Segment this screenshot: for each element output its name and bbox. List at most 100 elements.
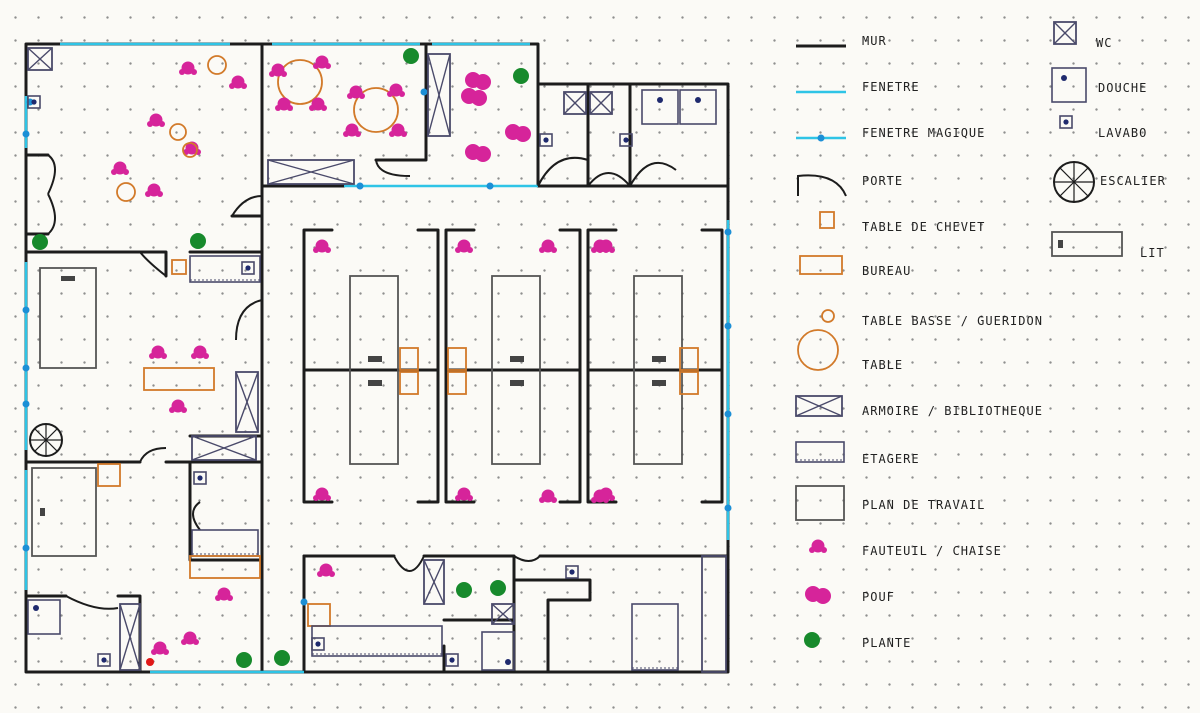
legend-symbol-worktop [795, 485, 845, 521]
furniture [27, 47, 727, 673]
wall [700, 228, 724, 504]
chair [169, 399, 187, 413]
legend-symbol-wardrobe [795, 395, 843, 417]
door [393, 555, 425, 572]
sink [619, 133, 633, 147]
legend-label-table: TABLE [862, 358, 904, 372]
wc [563, 91, 587, 115]
chair [343, 123, 361, 137]
legend-symbol-stairs [1053, 161, 1095, 203]
chair [215, 587, 233, 601]
magic-window-dot [724, 410, 732, 418]
wall [24, 250, 168, 278]
worktop [349, 275, 399, 465]
magic-window-dot [724, 322, 732, 330]
chair [275, 97, 293, 111]
pouf [465, 144, 491, 162]
wardrobe [119, 603, 141, 671]
plant [456, 582, 472, 598]
legend-symbol-desk [799, 255, 843, 275]
plant [236, 652, 252, 668]
wc [491, 603, 515, 625]
chair [539, 239, 557, 253]
chair [111, 161, 129, 175]
legend-symbol-nightstand [819, 211, 835, 229]
magic-window-dot [22, 544, 30, 552]
nightstand [447, 371, 467, 395]
wall [24, 42, 730, 674]
nightstand [399, 371, 419, 395]
wardrobe [423, 559, 445, 605]
legend-label-escalier: ESCALIER [1100, 174, 1166, 188]
door [47, 154, 56, 195]
wall [586, 228, 618, 504]
door [629, 161, 677, 187]
nightstand [171, 259, 187, 275]
plant [403, 48, 419, 64]
door [139, 447, 167, 463]
wall [558, 228, 582, 504]
nightstand [447, 347, 467, 371]
chair [313, 487, 331, 501]
sink [565, 565, 579, 579]
shower [481, 631, 515, 671]
bed-mark [368, 380, 382, 386]
chair [809, 539, 827, 553]
sink [539, 133, 553, 147]
wall [416, 228, 440, 504]
nightstand [399, 347, 419, 371]
bed-mark [510, 356, 524, 362]
magic-window-dot [356, 182, 364, 190]
legend-label-pouf: POUF [862, 590, 895, 604]
legend-label-bureau: BUREAU [862, 264, 912, 278]
legend-label-wc: WC [1096, 36, 1113, 50]
sink [1059, 115, 1073, 129]
coffee-table [116, 182, 136, 202]
shelf [311, 625, 443, 657]
legend-symbol-door [797, 174, 847, 197]
coffee-table [207, 55, 227, 75]
legend-label-mur: MUR [862, 34, 887, 48]
wc [27, 47, 53, 71]
bed-mark [652, 356, 666, 362]
legend-symbols [795, 21, 1123, 648]
plant [513, 68, 529, 84]
chair [229, 75, 247, 89]
nightstand [97, 463, 121, 487]
sink [27, 95, 41, 109]
legend-label-fenetre-magique: FENETRE MAGIQUE [862, 126, 986, 140]
door [587, 172, 631, 187]
worktop [491, 275, 541, 465]
chair [539, 489, 557, 503]
door [375, 159, 411, 177]
legend-label-plante: PLANTE [862, 636, 912, 650]
plant [274, 650, 290, 666]
shower [679, 89, 717, 125]
red-marker [146, 658, 154, 666]
bed-mark [652, 380, 666, 386]
chair [151, 641, 169, 655]
wall [302, 228, 334, 504]
shelf [189, 255, 261, 283]
legend-label-fauteuil: FAUTEUIL / CHAISE [862, 544, 1002, 558]
magic-window-dot [22, 364, 30, 372]
legend-label-lavabo: LAVABO [1098, 126, 1148, 140]
wall [512, 578, 592, 674]
bed [39, 267, 97, 369]
nightstand [679, 371, 699, 395]
wall [444, 228, 476, 504]
shelf [795, 441, 845, 463]
door [235, 299, 263, 341]
legend-symbol-magic-window-dot [817, 134, 825, 142]
pouf [505, 124, 531, 142]
pouf [805, 586, 831, 604]
door [139, 251, 167, 277]
wall [188, 42, 264, 254]
sink [97, 653, 111, 667]
sink [241, 261, 255, 275]
legend-label-etagere: ETAGERE [862, 452, 920, 466]
chair [179, 61, 197, 75]
nightstand [307, 603, 331, 627]
magic-window-dot [22, 306, 30, 314]
